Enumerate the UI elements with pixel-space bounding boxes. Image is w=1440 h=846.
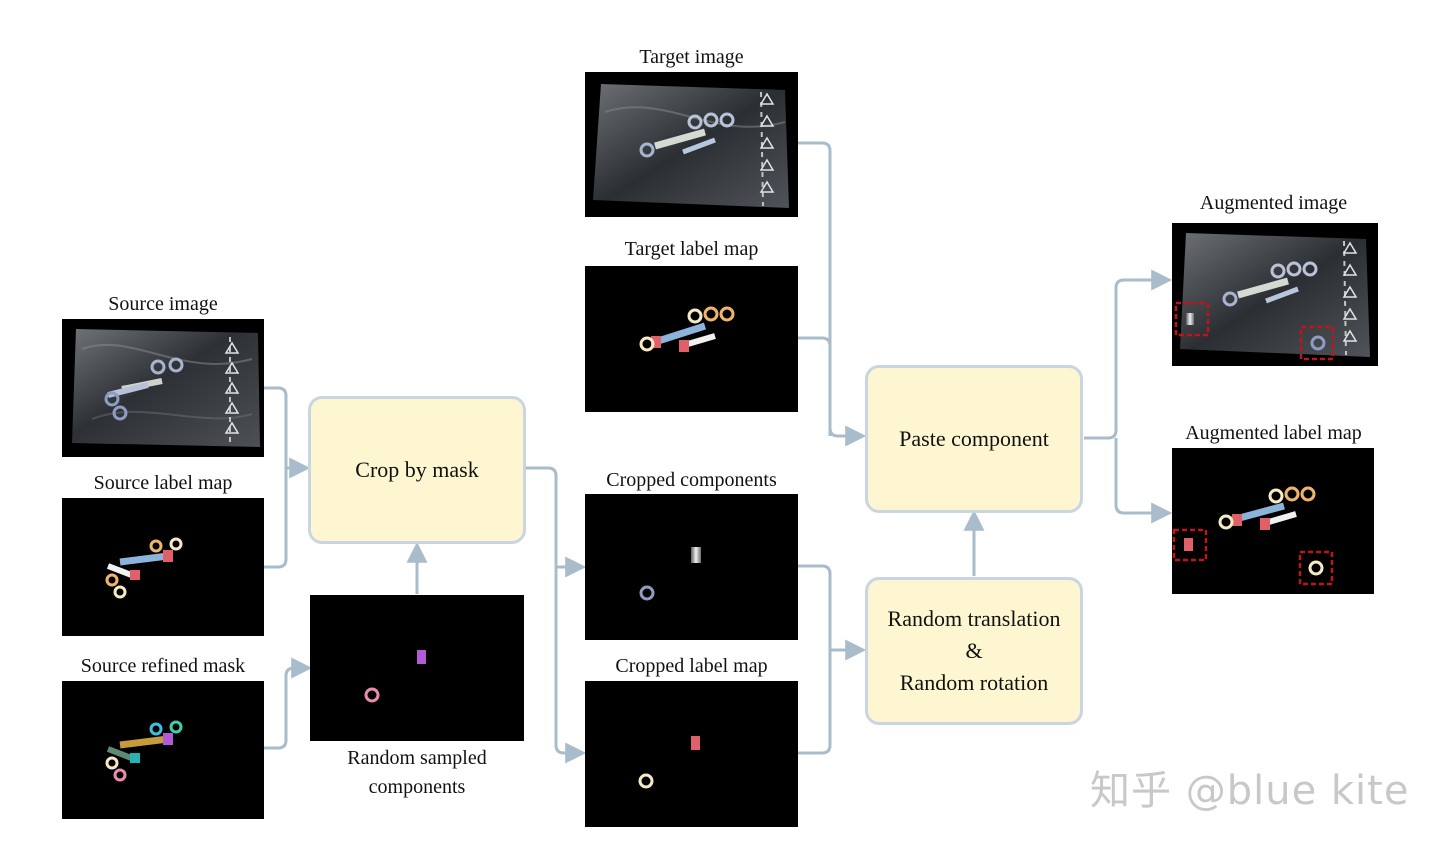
source-label-map-caption: Source label map bbox=[93, 472, 233, 494]
ampersand-label: & bbox=[965, 638, 983, 663]
cropped-label-map-caption: Cropped label map bbox=[615, 655, 768, 677]
source-refined-mask bbox=[62, 681, 264, 819]
arrow-source-image-to-crop bbox=[264, 386, 311, 479]
arrow-cropped-label-to-random bbox=[798, 650, 832, 755]
arrow-refined-to-sampled bbox=[264, 657, 313, 750]
augmented-label-map-caption: Augmented label map bbox=[1185, 422, 1362, 444]
source-refined-mask-caption: Source refined mask bbox=[80, 655, 246, 677]
target-label-map-caption: Target label map bbox=[624, 238, 759, 260]
augmented-image bbox=[1172, 223, 1378, 366]
random-translation-label: Random translation bbox=[887, 606, 1061, 631]
arrow-paste-to-aug-label bbox=[1114, 438, 1173, 524]
cropped-components-caption: Cropped components bbox=[606, 469, 777, 491]
random-transform-box: Random translation & Random rotation bbox=[865, 577, 1083, 725]
highlight-box-4 bbox=[1298, 550, 1334, 586]
highlight-box-1 bbox=[1174, 301, 1210, 337]
arrow-target-label-to-paste bbox=[798, 336, 832, 436]
paste-component-box: Paste component bbox=[865, 365, 1083, 513]
cropped-label-map bbox=[585, 681, 798, 827]
arrow-crop-to-cropped-label bbox=[554, 567, 587, 764]
watermark-text: 知乎 @blue kite bbox=[1090, 768, 1410, 814]
target-label-map bbox=[585, 266, 798, 412]
crop-by-mask-label: Crop by mask bbox=[355, 457, 479, 482]
random-sampled-components-caption: Random sampled components bbox=[347, 747, 487, 798]
random-rotation-label: Random rotation bbox=[899, 670, 1049, 695]
paste-component-label: Paste component bbox=[899, 426, 1049, 451]
augmented-image-caption: Augmented image bbox=[1199, 192, 1348, 214]
random-sampled-components bbox=[310, 595, 524, 741]
cropped-components bbox=[585, 494, 798, 640]
crop-by-mask-box: Crop by mask bbox=[308, 396, 526, 544]
source-image bbox=[62, 319, 264, 457]
target-image-caption: Target image bbox=[639, 46, 744, 68]
source-label-map bbox=[62, 498, 264, 636]
augmented-label-map bbox=[1172, 448, 1374, 594]
arrow-source-label-to-crop bbox=[264, 468, 288, 569]
target-image bbox=[585, 72, 798, 217]
arrow-paste-to-aug-image bbox=[1084, 269, 1173, 440]
arrow-cropped-components-to-random bbox=[798, 564, 867, 661]
arrow-crop-to-components bbox=[526, 466, 587, 578]
highlight-box-3 bbox=[1172, 528, 1208, 562]
highlight-box-2 bbox=[1299, 325, 1335, 361]
arrow-target-image-to-paste bbox=[798, 141, 867, 447]
source-image-caption: Source image bbox=[108, 293, 218, 315]
